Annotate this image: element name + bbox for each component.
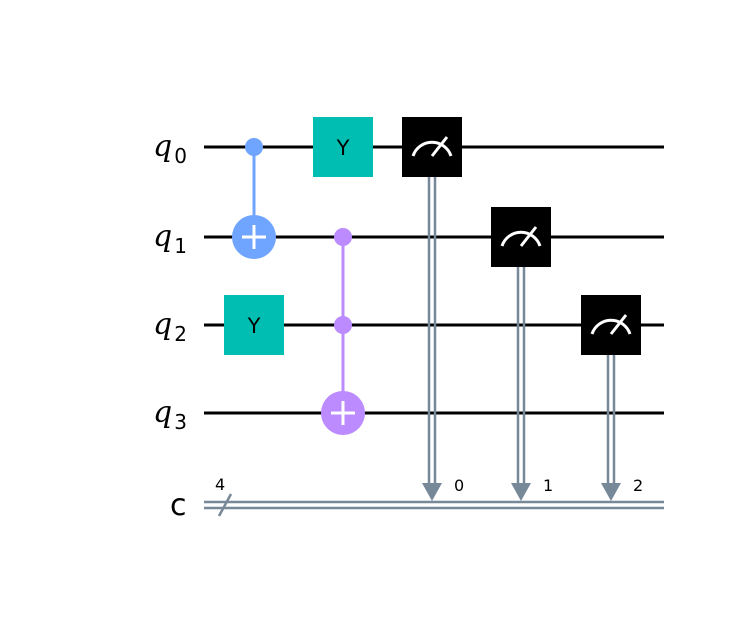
meter-needle-icon xyxy=(609,314,628,335)
classical-register-label: c xyxy=(170,488,187,523)
measure-clbit-label-1: 1 xyxy=(543,476,553,495)
ccx-control-dot-q2 xyxy=(334,316,352,334)
ccx-control-dot-q1 xyxy=(334,228,352,246)
cx-control-dot-q0 xyxy=(245,138,263,156)
y-gate-q0 xyxy=(313,117,373,177)
meter-needle-icon xyxy=(519,226,538,247)
y-gate-label-q2: Y xyxy=(247,314,261,338)
classical-bus-slash xyxy=(217,493,233,517)
meter-icon xyxy=(500,230,542,247)
measure-box-q0 xyxy=(402,117,462,177)
measure-arrow-head-q0 xyxy=(422,483,442,501)
classical-register-size: 4 xyxy=(215,475,225,494)
measure-clbit-label-2: 2 xyxy=(633,476,643,495)
measure-clbit-label-0: 0 xyxy=(454,476,464,495)
y-gate-label-q0: Y xyxy=(336,136,350,160)
y-gate-q2 xyxy=(224,295,284,355)
measure-arrow-head-q1 xyxy=(511,483,531,501)
meter-needle-icon xyxy=(430,136,449,157)
meter-icon xyxy=(411,140,453,157)
measure-box-q1 xyxy=(491,207,551,267)
meter-icon xyxy=(590,318,632,335)
measure-box-q2 xyxy=(581,295,641,355)
measure-arrow-head-q2 xyxy=(601,483,621,501)
